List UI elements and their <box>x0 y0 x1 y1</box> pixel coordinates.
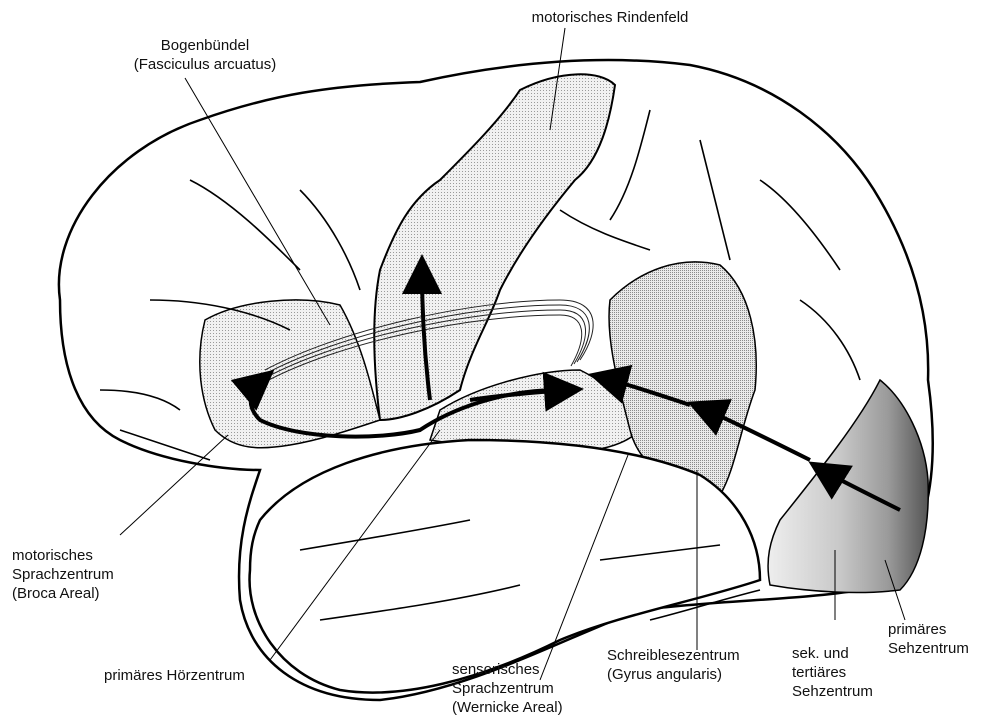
label-sek-sehzentrum-line2: tertiäres <box>792 663 873 682</box>
label-schreiblese: Schreiblesezentrum (Gyrus angularis) <box>607 646 740 684</box>
label-sek-sehzentrum-line3: Sehzentrum <box>792 682 873 701</box>
label-broca-line2: Sprachzentrum <box>12 565 114 584</box>
label-prim-sehzentrum-line2: Sehzentrum <box>888 639 969 658</box>
label-hoerzentrum: primäres Hörzentrum <box>104 666 245 685</box>
label-motor-cortex: motorisches Rindenfeld <box>505 8 715 27</box>
label-wernicke-line3: (Wernicke Areal) <box>452 698 563 717</box>
label-wernicke-line1: sensorisches <box>452 660 563 679</box>
label-bogenbuendel: Bogenbündel (Fasciculus arcuatus) <box>120 36 290 74</box>
label-wernicke: sensorisches Sprachzentrum (Wernicke Are… <box>452 660 563 717</box>
label-sek-sehzentrum-line1: sek. und <box>792 644 873 663</box>
label-motor-cortex-line1: motorisches Rindenfeld <box>505 8 715 27</box>
label-broca-line3: (Broca Areal) <box>12 584 114 603</box>
label-bogenbuendel-line2: (Fasciculus arcuatus) <box>120 55 290 74</box>
label-bogenbuendel-line1: Bogenbündel <box>120 36 290 55</box>
label-sek-sehzentrum: sek. und tertiäres Sehzentrum <box>792 644 873 701</box>
label-schreiblese-line2: (Gyrus angularis) <box>607 665 740 684</box>
label-hoerzentrum-line1: primäres Hörzentrum <box>104 666 245 685</box>
label-wernicke-line2: Sprachzentrum <box>452 679 563 698</box>
label-broca: motorisches Sprachzentrum (Broca Areal) <box>12 546 114 603</box>
label-prim-sehzentrum-line1: primäres <box>888 620 969 639</box>
label-prim-sehzentrum: primäres Sehzentrum <box>888 620 969 658</box>
label-schreiblese-line1: Schreiblesezentrum <box>607 646 740 665</box>
label-broca-line1: motorisches <box>12 546 114 565</box>
